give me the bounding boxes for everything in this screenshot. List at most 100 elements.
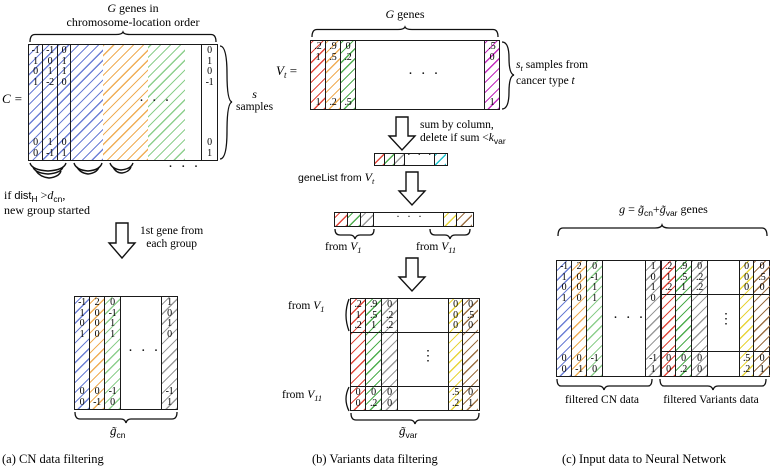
panel-c-var-vdots: ⋮ [719, 312, 733, 327]
panel-a-G-symbol: G [107, 1, 116, 15]
cn-group-green [148, 45, 185, 160]
panel-c-g-symbol: g [619, 202, 626, 216]
panel-a-samples-label: s samples [236, 88, 273, 114]
panel-b-from-V1-sub: 1 [357, 245, 362, 255]
pc-cn-col-2-bottom: 0-1 [575, 353, 583, 375]
panel-b-from-V1: V [350, 241, 358, 253]
genelist-cell-red [375, 154, 385, 165]
genelist-cell-cyan [435, 154, 446, 165]
panel-b-strip-braces [334, 228, 471, 240]
panel-b-arrow-1-label: sum by column, delete if sum <kvar [420, 119, 506, 148]
panel-b-genelist-V: V [364, 170, 372, 184]
panel-b-bottom-brace [350, 412, 480, 425]
panel-b-arrow-1 [387, 116, 417, 152]
var-col-2-bottom: .2 [329, 96, 337, 108]
panel-b-genelist-label: geneList from Vt [298, 171, 374, 188]
cn-group-blue [29, 45, 103, 160]
panel-a-top-brace [29, 30, 217, 43]
panel-c-top-brace [557, 222, 768, 237]
panel-b-from-V11-sub: 11 [448, 245, 457, 255]
panel-a-gcn-symbol: g̃ [110, 423, 117, 438]
vb-col-2-bottom: 0.2 [370, 387, 377, 409]
panel-b-arrow-2 [397, 171, 427, 207]
panel-b-gvar-symbol: g̃ [399, 423, 406, 438]
var-col-3: 0.2 .5 [341, 41, 356, 109]
panel-a-gcn-label: g̃cn [110, 424, 125, 442]
combined-cell-red [335, 213, 348, 226]
panel-b-top-brace [311, 25, 499, 38]
caption-c: (c) Input data to Neural Network [562, 452, 727, 466]
vb-col-3-top: 0.2.2 [386, 299, 393, 331]
panel-b-from-v11-label: from V11 [416, 241, 456, 257]
panel-b-from-v1-label: from V1 [325, 241, 362, 257]
panel-a-arrow-label-2: each group [146, 238, 197, 250]
panel-b-samples-label: st samples from cancer type t [516, 59, 636, 88]
var-col-1-bottom: 1 [315, 96, 321, 108]
cn-col-2-bottom: 1-1 [46, 137, 54, 159]
panel-a-bottom-brace [74, 411, 178, 424]
panel-a-s-symbol: s [252, 87, 257, 101]
genelist-ellipsis-text: · · · [407, 154, 434, 161]
panel-b-genelist-strip: · · · [374, 153, 448, 166]
panel-b-paren-v11 [345, 386, 350, 412]
panel-a-d-sub: cn [53, 194, 63, 204]
var-col-2: .9.5 .2 [326, 41, 341, 109]
panel-c-gcn-symbol: g̃ [637, 202, 644, 216]
panel-a-dist-sub: H [31, 194, 38, 204]
panel-b-paren-v1 [345, 298, 350, 332]
panel-b-arrow-3 [397, 257, 427, 293]
cn-group-orange [103, 45, 148, 160]
panel-a-arrow-label: 1st gene from each group [140, 225, 203, 251]
panel-b-equals: = [289, 63, 298, 78]
pc-divider-top [661, 294, 769, 295]
panel-b-rowlabel-V1-sub: 1 [320, 304, 325, 314]
panel-c-brace-label-var: filtered Variants data [663, 394, 759, 406]
panel-b-gvar-sub: var [405, 430, 418, 440]
var-col-3-bottom: .5 [344, 96, 352, 108]
panel-a-condition-line2: new group started [4, 203, 90, 217]
var-col-3-top: 0.2 [344, 41, 352, 63]
pc-var-col-yellow-bottom: .5.2 [743, 353, 750, 375]
panel-b-sum-by-column: sum by column, [420, 119, 494, 131]
panel-c-brace-label-cn: filtered CN data [564, 394, 640, 406]
panel-b-k-sub: var [493, 136, 506, 146]
panel-a-gcn-sub: cn [116, 430, 126, 440]
panel-c-genes-word: genes [680, 202, 708, 216]
